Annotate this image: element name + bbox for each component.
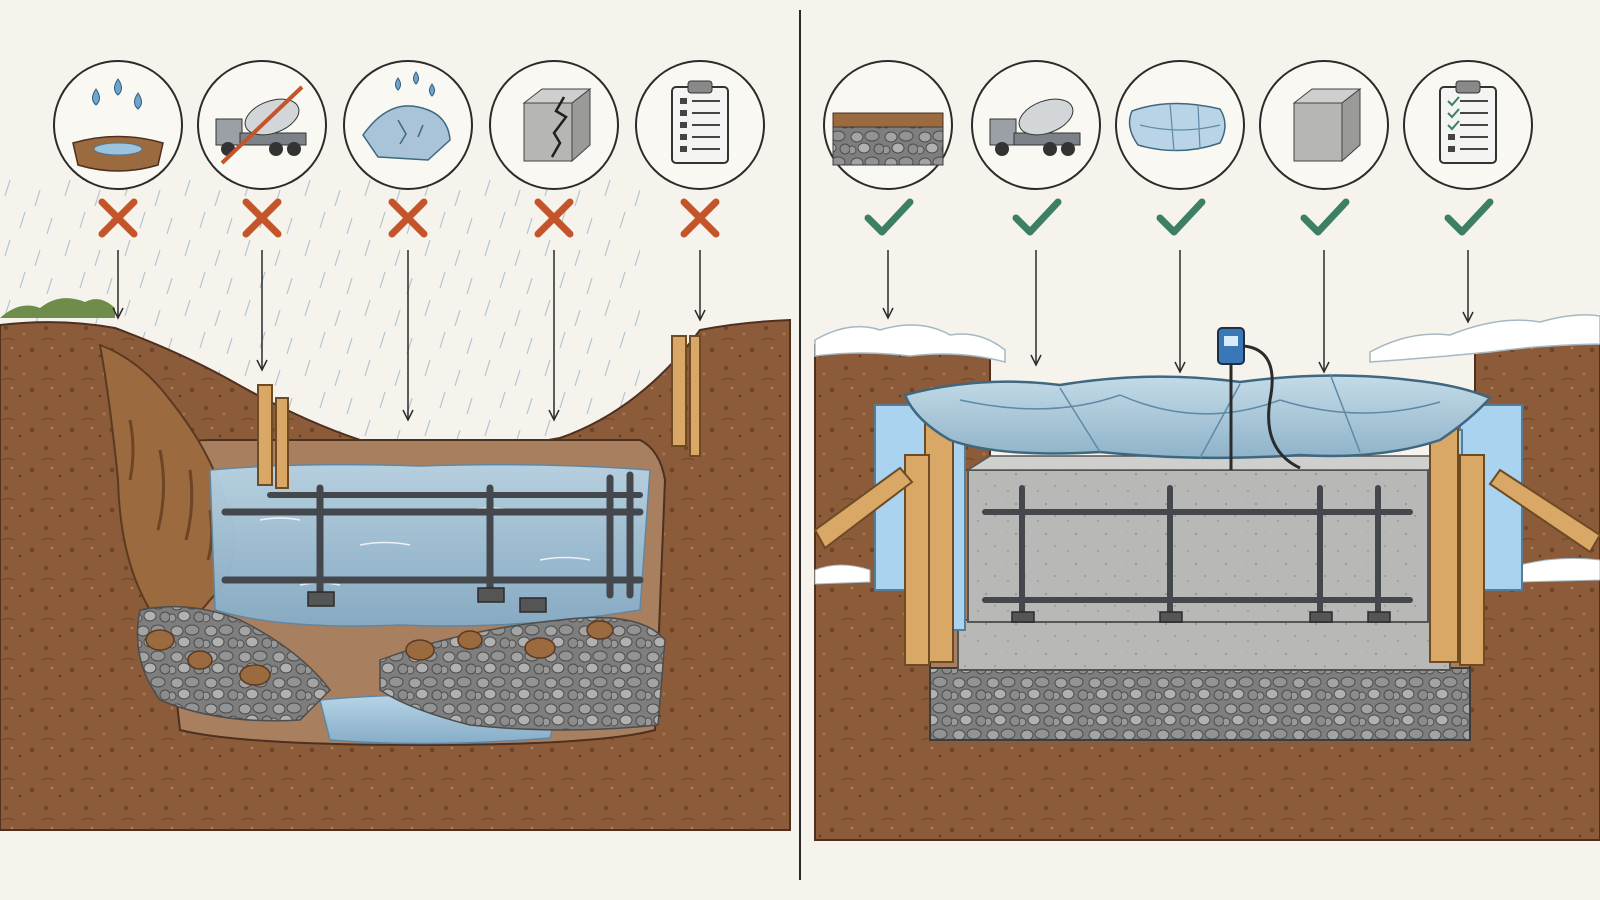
concrete-wall [967,469,1429,623]
torn-tarp-icon [362,71,451,161]
pointer-arrow [256,250,268,372]
pointer-arrow [112,250,124,320]
mud-drips [128,419,214,561]
formwork-braces [813,466,1600,554]
rebar-cage-embedded [982,485,1413,618]
wood-stakes [257,335,701,489]
cross-icon [98,198,138,238]
right-step-4 [1259,60,1389,374]
checkmark-icon [1300,198,1350,236]
solid-concrete-block-icon [1292,87,1362,163]
checkmark-icon [1444,198,1494,236]
wrong-step-2 [197,60,327,372]
checkmark-icon [1012,198,1062,236]
pointer-arrow [1030,250,1042,367]
compacted-gravel-base [929,667,1471,741]
right-step-2 [971,60,1101,367]
cracked-concrete-block-icon [522,87,592,163]
pointer-arrow [1318,250,1330,374]
checked-checklist-icon [1439,80,1497,164]
snow-ground-left [814,564,871,585]
insulated-blanket-icon [1128,102,1226,152]
insulated-curing-blanket [903,374,1493,460]
checkmark-icon [1156,198,1206,236]
snow-ground-right [1519,557,1600,583]
cross-icon [534,198,574,238]
mixed-gravel-mud [379,616,666,731]
blanket-quilting [959,373,1441,459]
step-icons [53,60,1533,422]
correct-panel [813,314,1600,841]
rain-on-mud-icon [72,78,164,172]
snow-right [1369,314,1600,363]
wrong-panel [0,180,791,831]
checklist-icon [671,80,729,164]
collapsing-mud-wall [98,343,236,624]
right-step-1 [823,60,953,320]
grass-tuft [0,298,115,318]
mud-clods [145,620,614,686]
right-step-3 [1115,60,1245,374]
checkmark-icon [864,198,914,236]
wrong-step-3 [343,60,473,422]
pointer-arrow [694,250,706,322]
mud-clumps-left [136,605,331,722]
concrete-footing [957,619,1451,671]
temperature-sensor [1217,327,1301,470]
pointer-arrow [548,250,560,422]
cross-icon [680,198,720,238]
mixer-truck-crossed-out-icon [215,85,307,165]
wrong-step-1 [53,60,183,320]
pointer-arrow [402,250,414,422]
cross-icon [388,198,428,238]
rebar-cage-submerged [221,471,644,599]
pointer-arrow [1174,250,1186,374]
compacted-gravel-base-icon [832,112,944,166]
right-step-5 [1403,60,1533,324]
wrong-step-4 [489,60,619,422]
rebar-chairs [307,587,547,613]
cross-icon [242,198,282,238]
wrong-step-5 [635,60,765,322]
pointer-arrow [882,250,894,320]
wood-formwork [904,411,1485,666]
snow-left [814,324,1006,363]
rebar-chairs [1011,611,1391,623]
mixer-truck-icon [989,98,1081,156]
pointer-arrow [1462,250,1474,324]
